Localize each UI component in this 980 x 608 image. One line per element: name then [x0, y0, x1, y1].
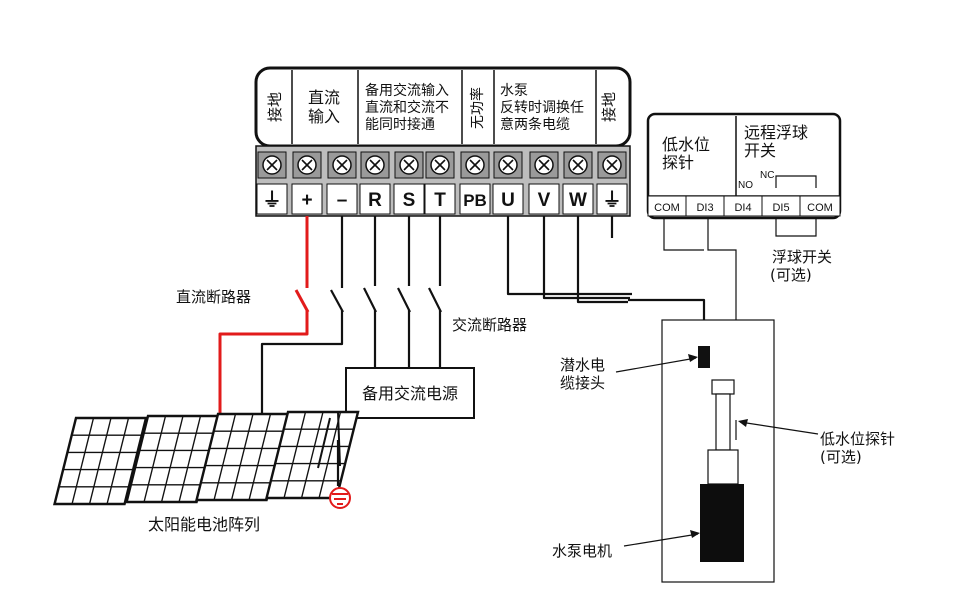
- terminal-label-cell: [359, 183, 391, 215]
- cable-joint-pointer: [615, 357, 697, 373]
- header-ground-right: 接地: [600, 92, 618, 122]
- header-dc-input-line1: 直流: [308, 88, 340, 107]
- wire-v: [542, 216, 630, 300]
- breaker-r: [363, 287, 377, 313]
- solar-panel-icon: [52, 410, 360, 506]
- probe-label-line2: (可选): [820, 448, 862, 466]
- terminal-label: W: [569, 190, 587, 211]
- terminal-label: U: [501, 190, 515, 211]
- terminal-label-cell: [393, 183, 425, 215]
- wire-w: [576, 216, 628, 304]
- screw-terminal-icon: [460, 151, 490, 179]
- header-pump-line2: 反转时调换任: [500, 99, 584, 116]
- header-dc-input-line2: 输入: [308, 107, 340, 126]
- probe-pointer: [739, 421, 819, 435]
- terminal-label-cell: [291, 183, 323, 215]
- pump-motor-label: 水泵电机: [552, 542, 612, 560]
- dc-negative-wire: [260, 216, 344, 416]
- breaker-t: [428, 287, 442, 313]
- terminal-label: –: [337, 190, 348, 211]
- breaker-s: [397, 287, 411, 313]
- terminal-label: ⏚: [602, 189, 621, 211]
- cable-joint-label-line2: 缆接头: [560, 374, 605, 392]
- backup-ac-source-label: 备用交流电源: [362, 384, 458, 403]
- terminal-label-cell: [492, 183, 524, 215]
- header-ground-left: 接地: [266, 92, 284, 122]
- screw-terminal-icon: [529, 151, 559, 179]
- terminal-label-cell: [424, 183, 456, 215]
- screw-terminal-icon: [563, 151, 593, 179]
- io-terminal-label: DI5: [772, 202, 789, 214]
- terminal-label-cell: [326, 183, 358, 215]
- pump-motor-pointer: [623, 533, 699, 547]
- terminal-label-cell: [562, 183, 594, 215]
- io-left-title-line1: 低水位: [662, 135, 710, 154]
- terminal-label: T: [434, 190, 446, 211]
- pump-motor: [700, 484, 744, 562]
- io-right-title-line1: 远程浮球: [744, 123, 808, 142]
- ground-icon: [329, 440, 351, 509]
- float-switch-label-line1: 浮球开关: [772, 248, 832, 266]
- probe-label-line1: 低水位探针: [820, 430, 895, 448]
- io-terminal-label: COM: [807, 202, 833, 214]
- terminal-label: PB: [463, 191, 487, 210]
- terminal-label-cell: [459, 183, 491, 215]
- header-pump-line1: 水泵: [500, 83, 528, 99]
- io-terminal-label: COM: [654, 202, 680, 214]
- dc-positive-wire: [218, 216, 309, 416]
- screw-terminal-icon: [493, 151, 523, 179]
- terminal-label: ⏚: [262, 189, 281, 211]
- header-ac-input-line2: 直流和交流不: [365, 99, 449, 116]
- io-terminal-label: DI4: [734, 202, 751, 214]
- screw-terminal-icon: [327, 151, 357, 179]
- float-switch-label-line2: (可选): [770, 266, 812, 284]
- well: [661, 319, 775, 583]
- terminal-label-cell: [528, 183, 560, 215]
- io-terminal-label: DI3: [696, 202, 713, 214]
- screw-terminal-icon: [257, 151, 287, 179]
- io-terminal-cell: [799, 195, 841, 217]
- float-wire-di5: [775, 218, 817, 237]
- header-ac-input-line3: 能同时接通: [365, 116, 435, 133]
- header-ac-input-line1: 备用交流输入: [365, 82, 449, 99]
- solar-panel: [52, 416, 148, 506]
- terminal-label-cell: [256, 183, 288, 215]
- ac-breaker-label: 交流断路器: [452, 316, 527, 334]
- backup-ac-source-box: [345, 367, 475, 419]
- terminal-label: +: [301, 190, 312, 211]
- header-pb: 无功率: [469, 87, 486, 129]
- screw-row: [257, 151, 627, 179]
- cable-joint: [698, 346, 710, 368]
- screw-terminal-icon: [394, 151, 424, 179]
- screw-terminal-icon: [597, 151, 627, 179]
- solar-array-label: 太阳能电池阵列: [148, 515, 260, 534]
- io-block-frame: [646, 112, 842, 220]
- terminal-label: R: [368, 190, 382, 211]
- dc-breaker-negative: [330, 289, 344, 313]
- dc-breaker-label: 直流断路器: [176, 288, 251, 306]
- screw-terminal-icon: [425, 151, 455, 179]
- io-left-title-line2: 探针: [662, 153, 694, 172]
- screw-terminal-icon: [360, 151, 390, 179]
- terminal-block: 接地 直流 输入 备用交流输入 直流和交流不 能同时接通 无功率 水泵 反转时调…: [254, 66, 632, 217]
- dc-breaker-positive: [294, 289, 310, 313]
- io-terminal-row: COM DI3 DI4 DI5 COM: [647, 195, 841, 217]
- header-pump-line3: 意两条电缆: [500, 116, 570, 133]
- screw-terminal-icon: [292, 151, 322, 179]
- terminal-label: V: [538, 190, 551, 211]
- io-block: 低水位 探针 远程浮球 开关 NC NO COM DI3 DI4 DI5 COM: [646, 112, 842, 220]
- solar-panel: [194, 412, 290, 502]
- nc-label: NC: [760, 170, 774, 181]
- probe-wire-com: [663, 218, 704, 251]
- terminal-label-cell: [596, 183, 628, 215]
- cable-joint-label-line1: 潜水电: [560, 356, 605, 374]
- submersible-pump-icon: [700, 379, 744, 562]
- wire-u: [506, 216, 632, 296]
- io-right-title-line2: 开关: [744, 141, 776, 160]
- terminal-label: S: [403, 190, 416, 211]
- no-label: NO: [738, 180, 753, 191]
